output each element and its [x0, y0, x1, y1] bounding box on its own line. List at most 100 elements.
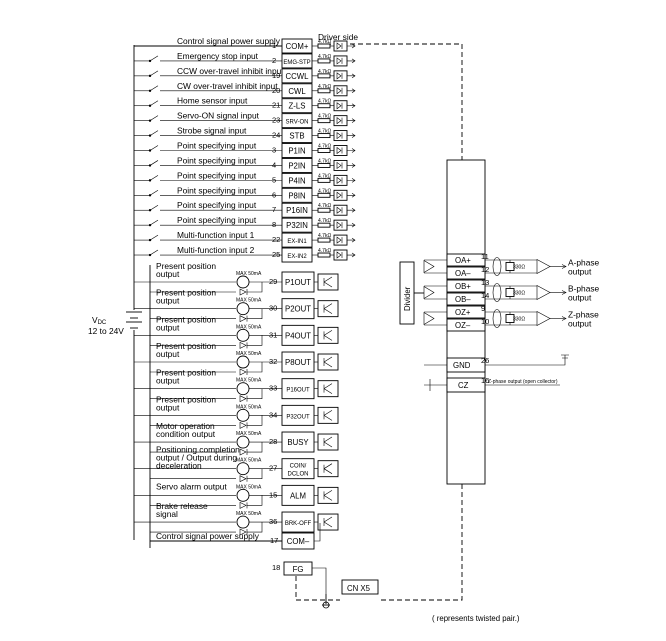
switch-contact — [149, 204, 159, 211]
encoder-pin-number: 10 — [481, 317, 489, 326]
twisted-pair-icon — [492, 257, 502, 276]
arrow-icon — [561, 290, 567, 295]
common-label: Control signal power supply — [156, 531, 260, 541]
resistor-label: 4.7kΩ — [318, 158, 331, 164]
led-icon — [336, 161, 343, 170]
input-signal-name: EX-IN2 — [287, 254, 307, 260]
output-transistor-icon — [317, 513, 339, 531]
arrow-icon — [347, 43, 356, 49]
output-signal-name: P32OUT — [286, 414, 310, 420]
resistor-label: 4.7kΩ — [318, 69, 331, 75]
phase-output-label: Z-phase — [568, 310, 599, 320]
switch-node — [148, 119, 152, 122]
cz-pin-number: 16 — [481, 376, 489, 385]
fg-wire — [312, 567, 327, 594]
arrow-icon — [347, 163, 356, 168]
arrow-icon — [347, 118, 356, 123]
diode-wire — [247, 388, 263, 399]
switch-node — [148, 164, 152, 167]
phase-output-label: output — [568, 319, 592, 329]
output-label: output / Output during — [156, 453, 237, 463]
encoder-pin-number: 11 — [481, 252, 489, 261]
encoder-output-row: OB+13 — [424, 278, 537, 293]
fg-signal-box — [283, 561, 313, 576]
encoder-output-row: OB– 14 — [424, 291, 537, 306]
optocoupler-icon — [333, 55, 348, 67]
diode-icon — [239, 448, 248, 456]
output-signal-name: DCLON — [287, 472, 308, 478]
resistor-label: 4.7kΩ — [318, 99, 331, 105]
transistor-glyph — [323, 383, 333, 394]
diode-wire — [247, 282, 263, 293]
arrow-icon — [347, 222, 356, 228]
max-current-label: MAX 50mA — [236, 458, 262, 464]
input-signal-name: CCWL — [286, 72, 310, 81]
load-icon — [236, 408, 250, 422]
led-icon — [336, 102, 343, 110]
output-transistor-icon — [317, 300, 339, 318]
cz-transistor-icon — [424, 379, 447, 391]
input-signal-name: SRV-ON — [286, 120, 309, 126]
diode-wire — [247, 495, 263, 506]
max-current-label: MAX 50mA — [236, 404, 262, 410]
max-current-label: MAX 50mA — [236, 511, 262, 517]
terminator-icon — [505, 288, 515, 297]
arrow-icon — [347, 252, 356, 258]
diode-wire — [247, 442, 263, 453]
input-label: Multi-function input 2 — [177, 245, 255, 255]
terminator-label: 330Ω — [513, 317, 525, 323]
diode-wire — [247, 362, 263, 373]
input-label: Home sensor input — [177, 96, 248, 106]
input-signal-name: COM+ — [286, 42, 309, 51]
switch-node — [148, 194, 152, 197]
encoder-pin-number: 14 — [481, 291, 489, 300]
max-current-label: MAX 50mA — [236, 271, 262, 277]
input-signal-name: P2IN — [288, 161, 305, 170]
switch-contact — [149, 219, 159, 226]
switch-node — [148, 59, 152, 63]
twisted-pair-icon — [492, 309, 502, 328]
resistor-label: 4.7kΩ — [318, 39, 331, 45]
switch-contact — [149, 85, 159, 92]
encoder-signal-name: OB+ — [455, 282, 471, 291]
phase-output-label: output — [568, 293, 592, 303]
diode-wire — [247, 468, 263, 479]
input-label: Point specifying input — [177, 200, 257, 210]
common-pin-number: 17 — [270, 536, 278, 545]
encoder-signal-name: OB– — [455, 295, 471, 304]
output-transistor-icon — [317, 380, 339, 398]
led-icon — [336, 42, 343, 50]
transistor-glyph — [323, 463, 333, 474]
transistor-glyph — [323, 516, 333, 528]
output-transistor-icon — [317, 326, 339, 344]
input-pin-number: 21 — [272, 101, 280, 110]
dc-power-supply — [126, 311, 142, 329]
input-signal-name: EMG-STP — [283, 60, 310, 66]
load-icon — [236, 488, 250, 502]
arrow-icon — [347, 178, 356, 183]
resistor-label: 4.7kΩ — [318, 248, 331, 254]
vdc-label: VDC — [92, 315, 107, 326]
cn-x5-box — [341, 579, 379, 595]
switch-contact — [149, 100, 159, 106]
output-label: Present position — [156, 368, 216, 378]
diode-wire — [247, 335, 263, 346]
arrow-icon — [561, 316, 567, 321]
fg-shield-line — [295, 568, 340, 601]
output-pin-number: 31 — [269, 330, 277, 339]
phase-output-label: A-phase — [568, 258, 600, 268]
resistor-label: 4.7kΩ — [318, 114, 331, 120]
diode-wire — [247, 522, 263, 533]
